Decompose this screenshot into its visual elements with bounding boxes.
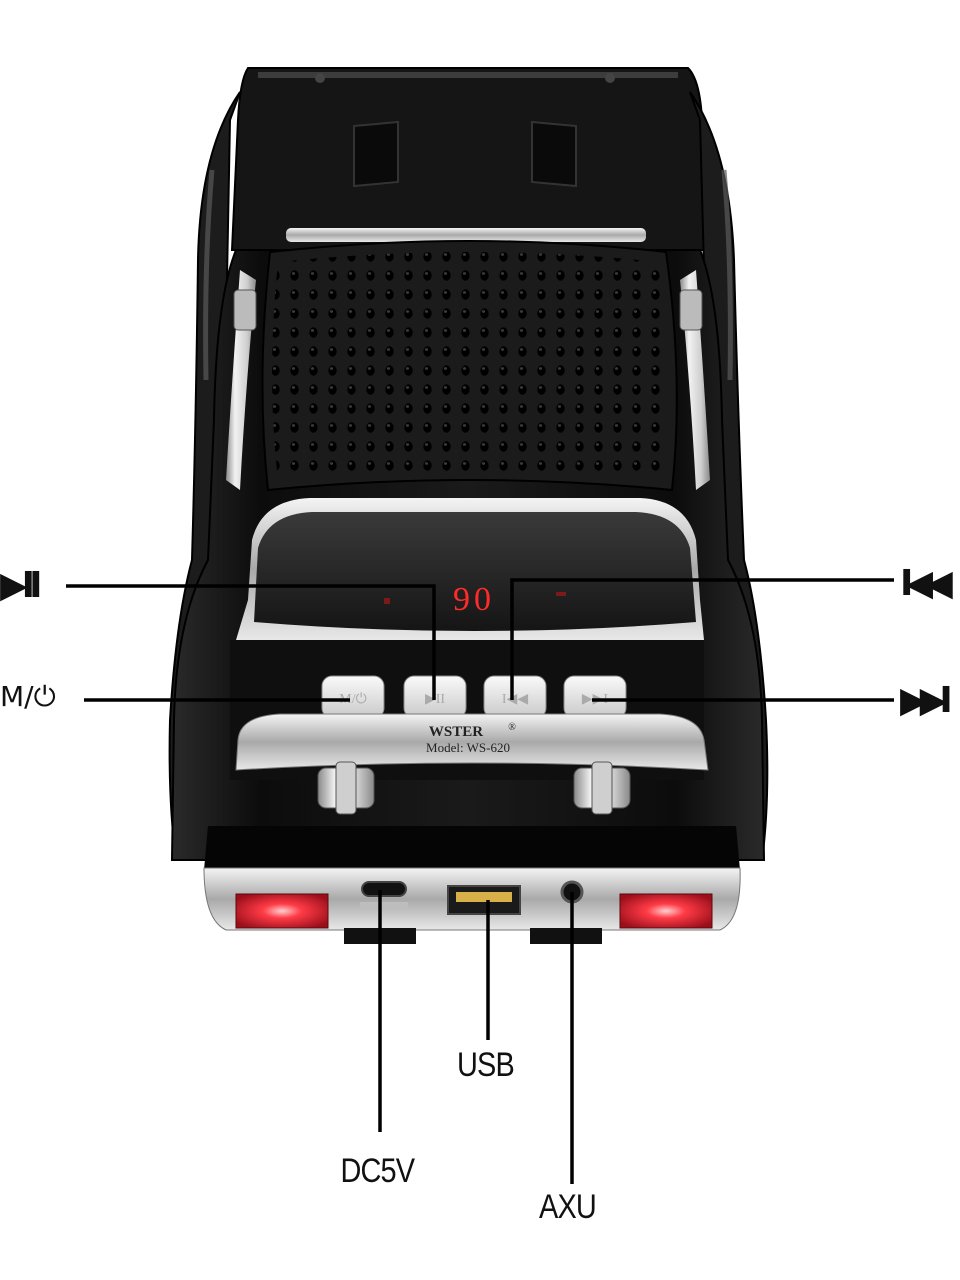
svg-text:M/⏻: M/⏻ bbox=[339, 691, 366, 707]
mode-power-label: M/⏻ bbox=[0, 680, 56, 714]
right-knob bbox=[573, 761, 631, 815]
power-icon: ⏻ bbox=[33, 680, 56, 713]
nameplate bbox=[235, 713, 709, 771]
led-display: 90 bbox=[453, 581, 495, 618]
tail-light-right bbox=[619, 893, 713, 929]
tail-light-left bbox=[235, 893, 329, 929]
previous-button[interactable]: I◀◀ bbox=[483, 675, 547, 719]
play-pause-label: ▶II bbox=[0, 565, 43, 606]
spoiler-slot-left bbox=[353, 120, 399, 188]
brand-text: WSTER bbox=[429, 724, 483, 740]
svg-text:I◀◀: I◀◀ bbox=[502, 692, 528, 707]
previous-label: I◀◀ bbox=[900, 563, 953, 604]
mode-label-text: M/ bbox=[0, 680, 34, 713]
dc-port bbox=[361, 881, 407, 897]
leader-play-pause bbox=[66, 584, 436, 700]
leader-previous bbox=[510, 578, 894, 700]
brand-mark: ® bbox=[508, 722, 516, 733]
model-text: Model: WS-620 bbox=[426, 740, 510, 755]
next-label: ▶▶I bbox=[900, 680, 953, 721]
left-knob bbox=[317, 761, 375, 815]
leader-lines bbox=[66, 578, 894, 1184]
next-button[interactable]: ▶▶I bbox=[563, 675, 627, 719]
aux-label: AXU bbox=[539, 1188, 597, 1226]
trunk-lid bbox=[230, 67, 710, 251]
foot-right bbox=[530, 928, 602, 944]
mode-power-button[interactable]: M/⏻ bbox=[321, 675, 385, 719]
dc-label: DC5V bbox=[340, 1152, 416, 1190]
usb-label: USB bbox=[457, 1046, 515, 1084]
spoiler-slot-right bbox=[531, 120, 577, 188]
